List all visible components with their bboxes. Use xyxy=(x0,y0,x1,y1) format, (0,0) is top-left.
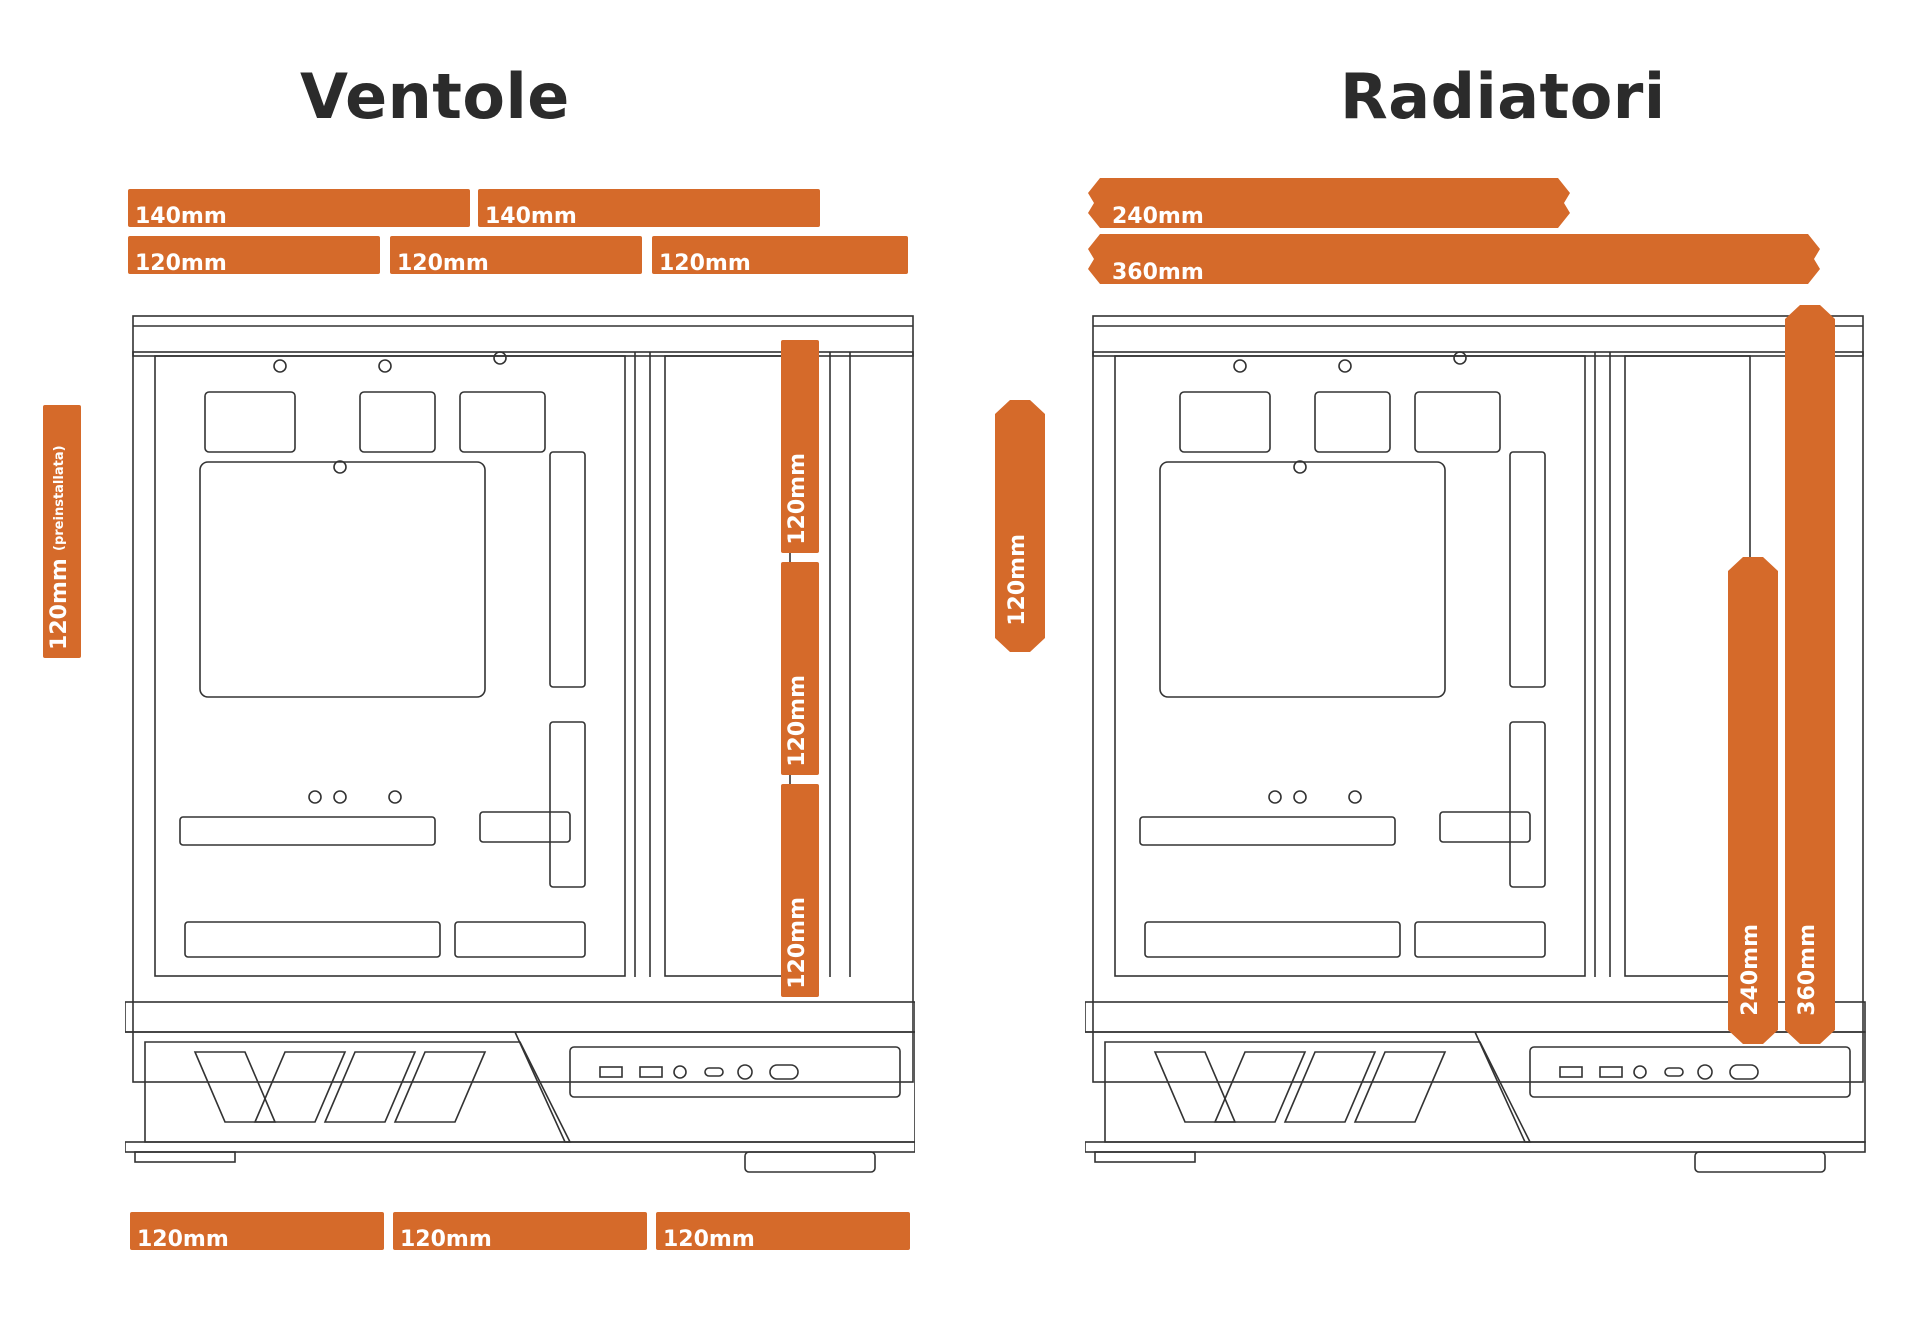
radiator-label: 120mm xyxy=(1005,534,1030,626)
radiator-front-360: 360mm xyxy=(1785,305,1835,1044)
radiator-rear-120: 120mm xyxy=(995,400,1045,652)
radiator-label: 360mm xyxy=(1795,924,1820,1016)
fan-bottom-120-1: 120mm xyxy=(130,1212,384,1252)
radiator-label: 360mm xyxy=(1112,260,1204,285)
fan-label: 120mm xyxy=(785,453,810,545)
fan-top-120-2: 120mm xyxy=(390,236,642,276)
fan-rear-note: (preinstallata) xyxy=(52,445,67,551)
radiator-top-240: 240mm xyxy=(1088,178,1570,228)
fan-top-120-1: 120mm xyxy=(128,236,380,276)
radiator-top-360: 360mm xyxy=(1088,234,1820,284)
fan-top-140-1: 140mm xyxy=(128,189,470,229)
fan-label: 120mm xyxy=(785,897,810,989)
fan-label: 120mm xyxy=(663,1227,755,1252)
radiator-label: 240mm xyxy=(1738,924,1763,1016)
radiator-front-240: 240mm xyxy=(1728,557,1778,1044)
title-ventole: Ventole xyxy=(300,60,570,133)
case-drawing-left xyxy=(125,315,915,1173)
radiator-label: 240mm xyxy=(1112,204,1204,229)
fan-front-120-3: 120mm xyxy=(781,784,819,997)
fan-label: 120mm (preinstallata) xyxy=(47,439,72,650)
fan-front-120-2: 120mm xyxy=(781,562,819,775)
fan-rear-120: 120mm (preinstallata) xyxy=(43,405,81,658)
fan-top-140-2: 140mm xyxy=(478,189,820,229)
fan-front-120-1: 120mm xyxy=(781,340,819,553)
fan-label: 120mm xyxy=(135,251,227,276)
fan-label: 120mm xyxy=(785,675,810,767)
fan-bottom-120-2: 120mm xyxy=(393,1212,647,1252)
title-radiatori: Radiatori xyxy=(1340,60,1666,133)
fan-label: 120mm xyxy=(137,1227,229,1252)
fan-top-120-3: 120mm xyxy=(652,236,908,276)
fan-bottom-120-3: 120mm xyxy=(656,1212,910,1252)
fan-label: 140mm xyxy=(135,204,227,229)
fan-label: 120mm xyxy=(400,1227,492,1252)
fan-label: 120mm xyxy=(659,251,751,276)
fan-label: 120mm xyxy=(397,251,489,276)
fan-rear-size: 120mm xyxy=(47,558,72,650)
fan-label: 140mm xyxy=(485,204,577,229)
